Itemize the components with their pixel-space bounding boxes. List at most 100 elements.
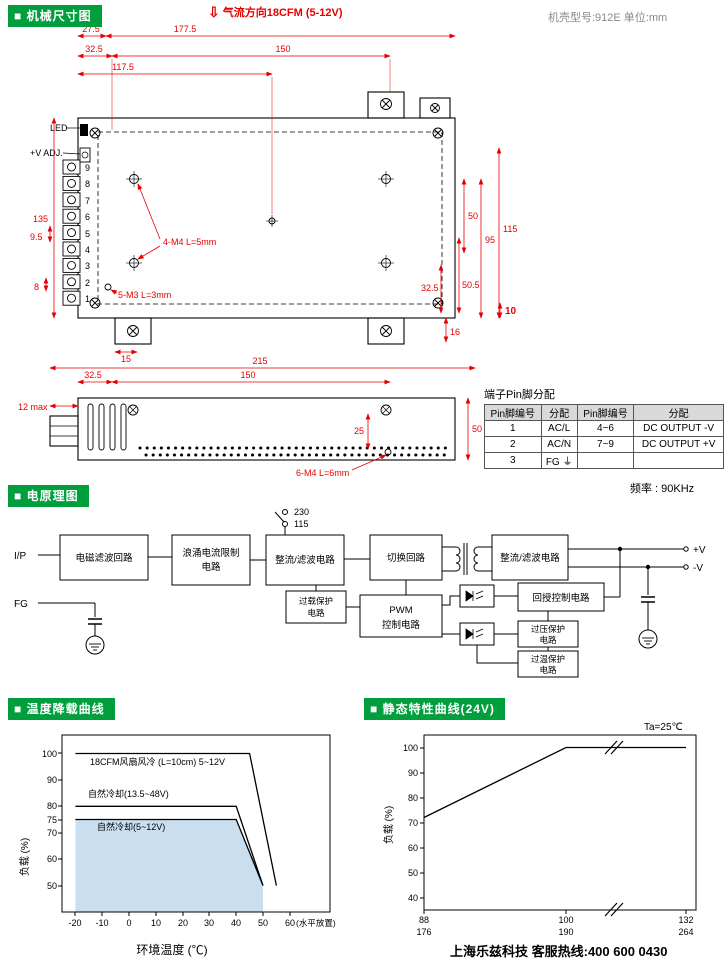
block-rectifier2-label: 整流/滤波电路 bbox=[500, 552, 560, 564]
pin-assignment-title: 端子Pin脚分配 bbox=[484, 389, 555, 401]
section-title-derating: ■ 温度降载曲线 bbox=[8, 698, 115, 720]
input-label: I/P bbox=[14, 551, 27, 562]
derating-curve-1 bbox=[75, 805, 264, 886]
y-tick: 70 bbox=[47, 828, 57, 838]
dim-50: 50 bbox=[468, 211, 478, 221]
derating-x-tick-labels: -20 -10 0 10 20 30 40 50 60 (水平放置) bbox=[68, 918, 335, 928]
y-tick: 100 bbox=[403, 743, 418, 753]
x-tick: 190 bbox=[558, 927, 573, 937]
airflow-note-text: 气流方向18CFM (5-12V) bbox=[222, 7, 343, 19]
terminal-strip: 9 8 7 6 5 4 3 2 1 bbox=[62, 159, 90, 306]
led-indicator bbox=[80, 124, 88, 136]
pin-table-cell: DC OUTPUT +V bbox=[633, 436, 724, 453]
dimension-labels-top-view: 27.5 177.5 32.5 150 117.5 135 9.5 8 15 5… bbox=[30, 24, 517, 364]
table-row: 1 AC/L 4~6 DC OUTPUT -V bbox=[484, 420, 724, 437]
dim-135: 135 bbox=[33, 214, 48, 224]
screw-symbols bbox=[89, 98, 444, 337]
static-curve-0 bbox=[423, 746, 686, 819]
voltage-selector-switch bbox=[274, 509, 288, 535]
y-tick: 75 bbox=[47, 815, 57, 825]
block-otp-label-2: 电路 bbox=[539, 665, 557, 675]
switching-frequency: 频率 : 90KHz bbox=[630, 483, 695, 495]
block-switching bbox=[369, 534, 443, 581]
derating-series-label-natural-low: 自然冷却(5~12V) bbox=[97, 821, 165, 832]
block-emi-filter bbox=[59, 534, 149, 581]
block-otp-label-1: 过温保护 bbox=[531, 654, 565, 664]
block-overload-label-1: 过载保护 bbox=[299, 596, 333, 606]
x-tick: 0 bbox=[126, 918, 131, 928]
derating-curve-2 bbox=[75, 818, 264, 886]
airflow-down-arrow-icon: ⇩ bbox=[208, 4, 220, 20]
derating-y-axis-title: 负载 (%) bbox=[18, 838, 31, 876]
static-x-tick-labels: 88 100 132 176 190 264 bbox=[416, 915, 693, 937]
block-feedback-label: 回授控制电路 bbox=[532, 592, 590, 604]
pin-table-cell: FG ⏚ bbox=[540, 452, 578, 469]
static-y-tick-labels: 40 50 60 70 80 90 100 bbox=[403, 743, 418, 903]
block-rectifier1-label: 整流/滤波电路 bbox=[275, 554, 335, 566]
derating-y-tick-labels: 50 60 70 75 80 90 100 bbox=[42, 749, 57, 891]
front-components: LED +V ADJ. bbox=[30, 123, 91, 163]
block-ovp bbox=[517, 620, 579, 648]
optocoupler-symbols bbox=[465, 590, 484, 640]
block-ovp-label-2: 电路 bbox=[539, 635, 557, 645]
dim-50-5: 50.5 bbox=[462, 280, 480, 290]
block-pwm-label-1: PWM bbox=[389, 605, 412, 616]
pin-table-cell: AC/N bbox=[540, 436, 578, 453]
dim-215: 215 bbox=[252, 356, 267, 366]
optocoupler-1 bbox=[459, 584, 495, 608]
pin-assignment-table: Pin脚编号 分配 Pin脚编号 分配 1 AC/L 4~6 DC OUTPUT… bbox=[484, 404, 724, 469]
y-tick: 60 bbox=[408, 843, 418, 853]
x-tick: 100 bbox=[558, 915, 573, 925]
block-feedback bbox=[517, 582, 605, 612]
dim-15: 15 bbox=[121, 354, 131, 364]
y-tick: 50 bbox=[408, 868, 418, 878]
y-tick: 90 bbox=[408, 768, 418, 778]
pin-assignment: 端子Pin脚分配 Pin脚编号 分配 Pin脚编号 分配 1 AC/L 4~6 … bbox=[484, 386, 724, 469]
x-tick: 50 bbox=[258, 918, 268, 928]
optocoupler-2 bbox=[459, 622, 495, 646]
y-tick: 80 bbox=[47, 801, 57, 811]
pin-table-cell: 3 bbox=[484, 452, 542, 469]
derating-x-axis-title: 环境温度 (℃) bbox=[136, 942, 207, 957]
x-tick: -10 bbox=[95, 918, 108, 928]
x-tick: 40 bbox=[231, 918, 241, 928]
y-tick: 70 bbox=[408, 818, 418, 828]
dim-32-5-b: 32.5 bbox=[421, 283, 439, 293]
table-row: 2 AC/N 7~9 DC OUTPUT +V bbox=[484, 436, 724, 453]
x-tick: 264 bbox=[678, 927, 693, 937]
dim-27-5: 27.5 bbox=[82, 24, 100, 34]
led-label: LED bbox=[50, 123, 68, 133]
y-tick: 90 bbox=[47, 775, 57, 785]
y-tick: 40 bbox=[408, 893, 418, 903]
company-hotline: 上海乐兹科技 客服热线:400 600 0430 bbox=[450, 944, 668, 959]
pin-table-cell: 4~6 bbox=[576, 420, 635, 437]
dim-9-5: 9.5 bbox=[30, 232, 43, 242]
pin-table-cell bbox=[633, 452, 724, 469]
pin-number: 1 bbox=[85, 294, 90, 304]
x-axis-note: (水平放置) bbox=[296, 918, 336, 928]
pin-table-cell: DC OUTPUT -V bbox=[633, 420, 724, 437]
dim-95: 95 bbox=[485, 235, 495, 245]
pin-table-cell: AC/L bbox=[540, 420, 578, 437]
airflow-note: ⇩ 气流方向18CFM (5-12V) bbox=[208, 4, 343, 20]
x-tick: -20 bbox=[68, 918, 81, 928]
block-emi-label: 电磁滤波回路 bbox=[75, 552, 133, 564]
dim-16: 16 bbox=[450, 327, 460, 337]
derating-shaded-area bbox=[75, 819, 264, 912]
pin-table-header: Pin脚编号 bbox=[484, 404, 542, 421]
static-plot-frame bbox=[423, 734, 697, 911]
static-y-axis-title: 负载 (%) bbox=[382, 806, 395, 844]
static-axis-breaks bbox=[604, 740, 624, 917]
block-inrush-limit bbox=[171, 534, 251, 586]
dim-50-side: 50 bbox=[472, 424, 482, 434]
mechanical-drawing: 9 8 7 6 5 4 3 2 1 LED +V ADJ. bbox=[18, 24, 517, 478]
derating-curve-0 bbox=[75, 752, 278, 886]
y-tick: 80 bbox=[408, 793, 418, 803]
block-pwm bbox=[359, 594, 443, 638]
x-tick: 20 bbox=[178, 918, 188, 928]
dim-25: 25 bbox=[354, 426, 364, 436]
block-overload-label-2: 电路 bbox=[307, 608, 325, 618]
vadj-potentiometer bbox=[79, 147, 91, 163]
dim-177-5: 177.5 bbox=[174, 24, 197, 34]
